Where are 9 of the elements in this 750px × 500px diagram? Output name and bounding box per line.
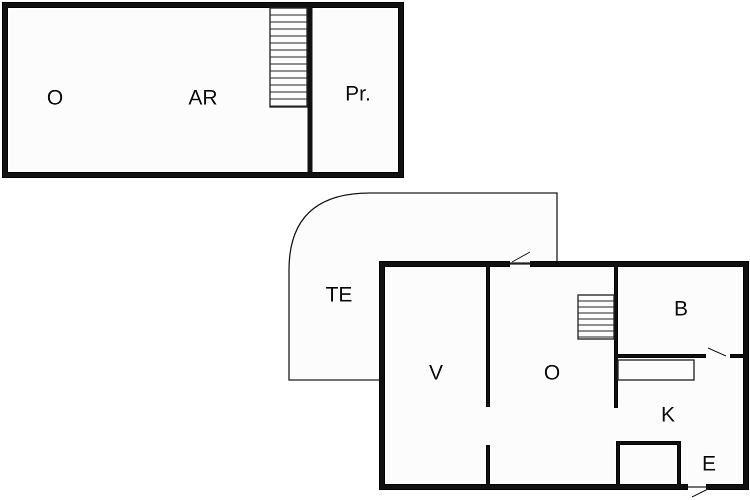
room-label: V bbox=[429, 362, 443, 384]
room-label: AR bbox=[188, 88, 218, 108]
room-label: K bbox=[661, 404, 675, 426]
room-label: O bbox=[46, 88, 64, 108]
room-label: TE bbox=[326, 284, 352, 306]
room-label: O bbox=[544, 362, 560, 384]
room-label: E bbox=[702, 454, 716, 474]
room-label: B bbox=[674, 298, 688, 320]
room-label: Pr. bbox=[345, 84, 371, 104]
